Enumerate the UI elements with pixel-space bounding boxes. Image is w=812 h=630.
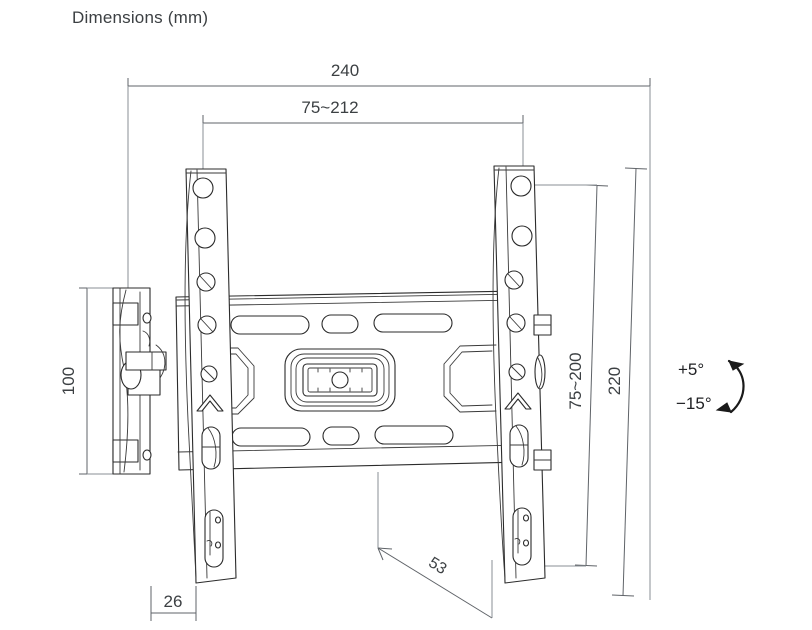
left-arm (184, 168, 237, 584)
tilt-arrowhead-down-icon (715, 402, 732, 413)
tilt-arc-icon (727, 359, 745, 414)
right-arm (492, 165, 552, 584)
dimension-label-arm-spacing: 53 (425, 554, 449, 578)
dimension-depth: 26 (150, 586, 197, 621)
dimension-arm-spacing: 53 (377, 472, 493, 619)
tv-mount-bracket-drawing (112, 165, 552, 584)
tilt-down-label: −15° (676, 394, 712, 413)
dimension-label-vesa-height: 75~200 (566, 352, 585, 409)
dimension-label-depth: 26 (164, 592, 183, 611)
dimension-label-overall-width: 240 (331, 61, 359, 80)
dimension-label-vesa-width: 75~212 (301, 98, 358, 117)
wall-plate (112, 287, 167, 475)
dimension-label-overall-height: 220 (605, 367, 624, 395)
dimension-overall-height: 220 (605, 167, 648, 597)
dimension-overall-width: 240 (127, 61, 651, 600)
horizontal-rail (175, 290, 524, 471)
page-title: Dimensions (mm) (72, 8, 209, 27)
tilt-up-label: +5° (678, 360, 704, 379)
tilt-angle-annotation: +5° −15° (676, 359, 745, 414)
dimension-label-plate-height: 100 (59, 367, 78, 395)
dimension-vesa-width: 75~212 (202, 98, 524, 182)
dimension-vesa-height: 75~200 (520, 184, 609, 567)
tilt-arrowhead-up-icon (728, 360, 745, 371)
